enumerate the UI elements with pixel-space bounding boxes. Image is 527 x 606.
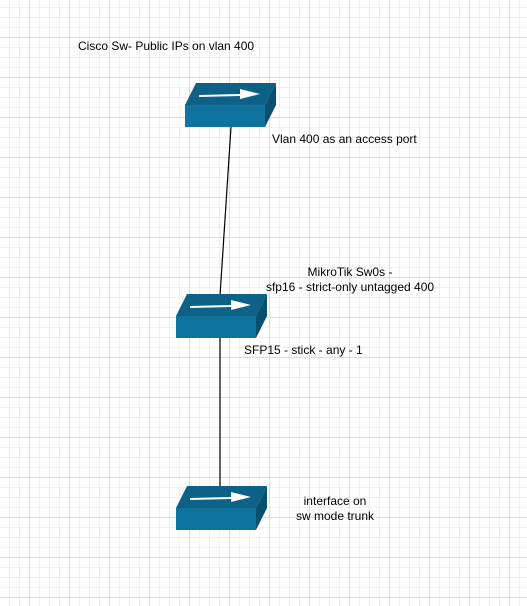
mikrotik-switch-annotation: SFP15 - stick - any - 1 [244,343,363,357]
bottom-switch-annotation-line2: sw mode trunk [295,509,375,523]
mikrotik-switch[interactable] [176,294,267,338]
diagram-title: Cisco Sw- Public IPs on vlan 400 [78,39,255,53]
link-cisco-to-mikrotik[interactable] [219,126,232,297]
bottom-switch-annotation-line1: interface on [303,494,367,508]
network-switch-icon [176,294,267,338]
network-switch-icon [185,83,276,127]
mikrotik-port-config: sfp16 - strict-only untagged 400 [265,280,435,294]
cisco-switch[interactable] [185,83,276,127]
bottom-switch[interactable] [176,486,267,530]
network-switch-icon [176,486,267,530]
bottom-switch-annotation: interface on sw mode trunk [285,494,385,524]
cisco-switch-annotation: Vlan 400 as an access port [272,132,417,146]
mikrotik-switch-name: MikroTik Sw0s - [307,265,393,279]
mikrotik-switch-label: MikroTik Sw0s - sfp16 - strict-only unta… [255,265,445,295]
